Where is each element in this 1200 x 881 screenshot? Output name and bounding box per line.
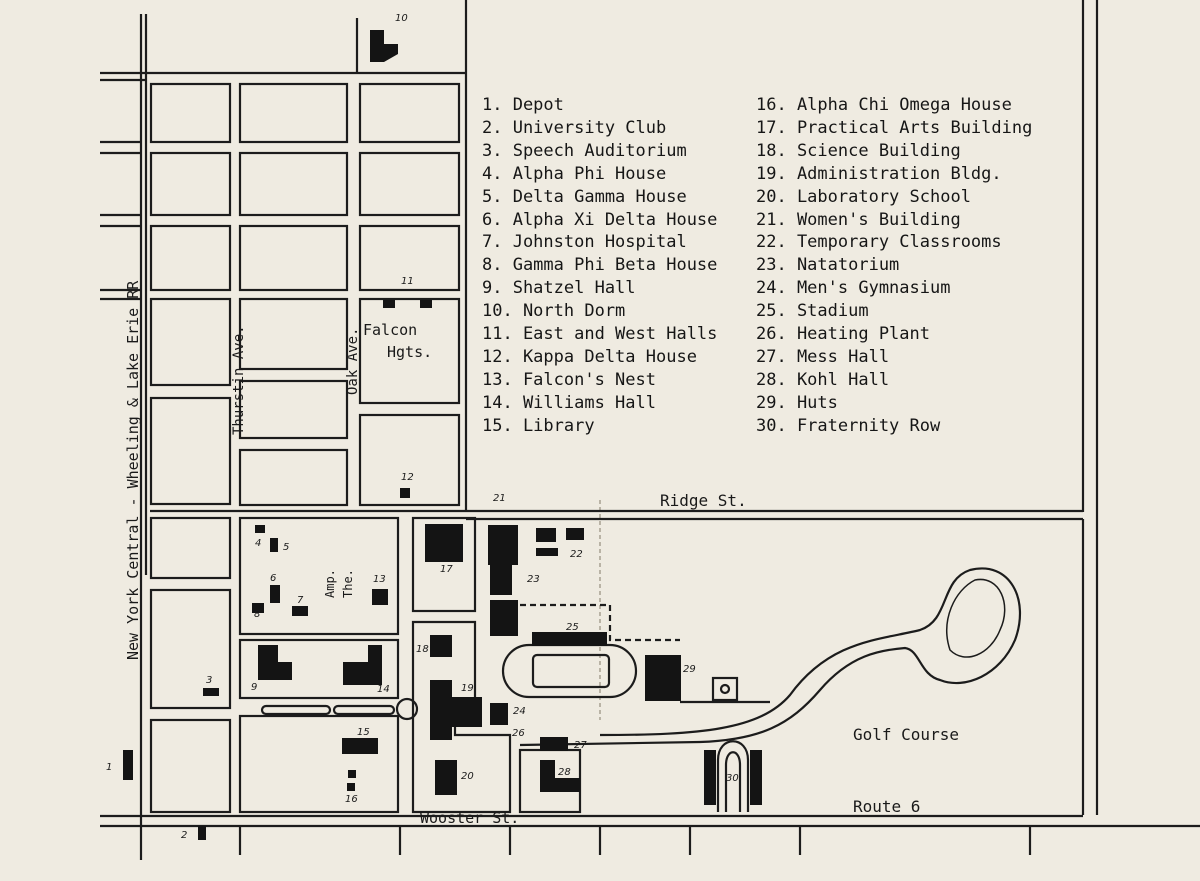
building-markers: 1 2 3 4 5 6 7 8 9 10 11 12 13 14 15 16 1… [106,13,739,841]
golf-course-label: Golf Course [853,725,959,744]
marker-28: 28 [558,767,571,778]
marker-12: 12 [401,472,414,483]
marker-10: 10 [395,13,408,24]
marker-17: 17 [440,564,453,575]
legend-entry: 10. North Dorm [482,301,626,322]
marker-5: 5 [283,542,289,553]
legend-entry: 21. Women's Building [756,209,961,230]
legend-left: 1. Depot 2. University Club 3. Speech Au… [482,94,717,438]
legend-entry: 3. Speech Auditorium [482,140,687,161]
marker-20: 20 [461,771,474,782]
wooster-st-label: Wooster St. [420,809,519,827]
legend-entry: 26. Heating Plant [756,324,930,345]
legend-entry: 4. Alpha Phi House [482,163,667,184]
legend-entry: 16. Alpha Chi Omega House [756,95,1012,115]
legend-entry: 12. Kappa Delta House [482,346,697,367]
marker-9: 9 [251,682,257,693]
legend-entry: 9. Shatzel Hall [482,278,636,299]
marker-24: 24 [513,706,526,717]
legend-entry: 5. Delta Gamma House [482,186,687,207]
falcon-heights-label-2: Hgts. [387,343,432,361]
legend-entry: 23. Natatorium [756,255,900,276]
legend-entry: 17. Practical Arts Building [756,117,1033,138]
legend-entry: 15. Library [482,415,595,436]
marker-27: 27 [574,740,587,751]
legend-entry: 8. Gamma Phi Beta House [482,255,718,276]
marker-11: 11 [401,276,414,287]
legend-entry: 20. Laboratory School [756,186,971,207]
legend-entry: 25. Stadium [756,301,869,322]
buildings [123,30,762,840]
legend-entry: 6. Alpha Xi Delta House [482,209,718,230]
falcon-heights-label-1: Falcon [363,321,417,339]
legend-entry: 1. Depot [482,95,564,115]
legend-entry: 7. Johnston Hospital [482,232,687,253]
legend-entry: 30. Fraternity Row [756,415,941,436]
street-grid [100,0,1200,860]
legend-entry: 28. Kohl Hall [756,369,890,390]
legend-entry: 11. East and West Halls [482,324,718,345]
legend-entry: 18. Science Building [756,140,961,161]
marker-21: 21 [493,493,506,504]
legend-entry: 2. University Club [482,117,667,138]
marker-15: 15 [357,727,370,738]
marker-3: 3 [206,675,212,686]
ridge-st-label: Ridge St. [660,491,747,510]
legend-entry: 24. Men's Gymnasium [756,278,951,299]
marker-8: 8 [254,609,260,620]
legend-right: 16. Alpha Chi Omega House 17. Practical … [756,94,1032,438]
marker-14: 14 [377,684,390,695]
marker-26: 26 [512,728,525,739]
legend-entry: 19. Administration Bldg. [756,163,1002,184]
railroad-label: New York Central - Wheeling & Lake Erie … [124,280,142,660]
marker-2: 2 [181,830,187,841]
amphitheater-label-2: The. [341,569,355,598]
amphitheater-label-1: Amp. [323,569,337,598]
marker-23: 23 [527,574,540,585]
legend-entry: 14. Williams Hall [482,392,656,413]
marker-4: 4 [255,538,261,549]
marker-25: 25 [566,622,579,633]
legend-entry: 13. Falcon's Nest [482,369,656,390]
marker-18: 18 [416,644,429,655]
legend-entry: 22. Temporary Classrooms [756,232,1002,253]
marker-29: 29 [683,664,696,675]
marker-16: 16 [345,794,358,805]
marker-19: 19 [461,683,474,694]
marker-7: 7 [297,595,304,606]
marker-6: 6 [270,573,276,584]
oak-ave-label: Oak Ave. [345,328,361,395]
legend-entry: 29. Huts [756,392,838,413]
marker-1: 1 [106,762,112,773]
marker-13: 13 [373,574,386,585]
legend-entry: 27. Mess Hall [756,346,890,367]
thurstin-ave-label: Thurstin Ave. [231,325,247,435]
marker-22: 22 [570,549,583,560]
marker-30: 30 [726,773,739,784]
route-6-label: Route 6 [853,797,920,816]
